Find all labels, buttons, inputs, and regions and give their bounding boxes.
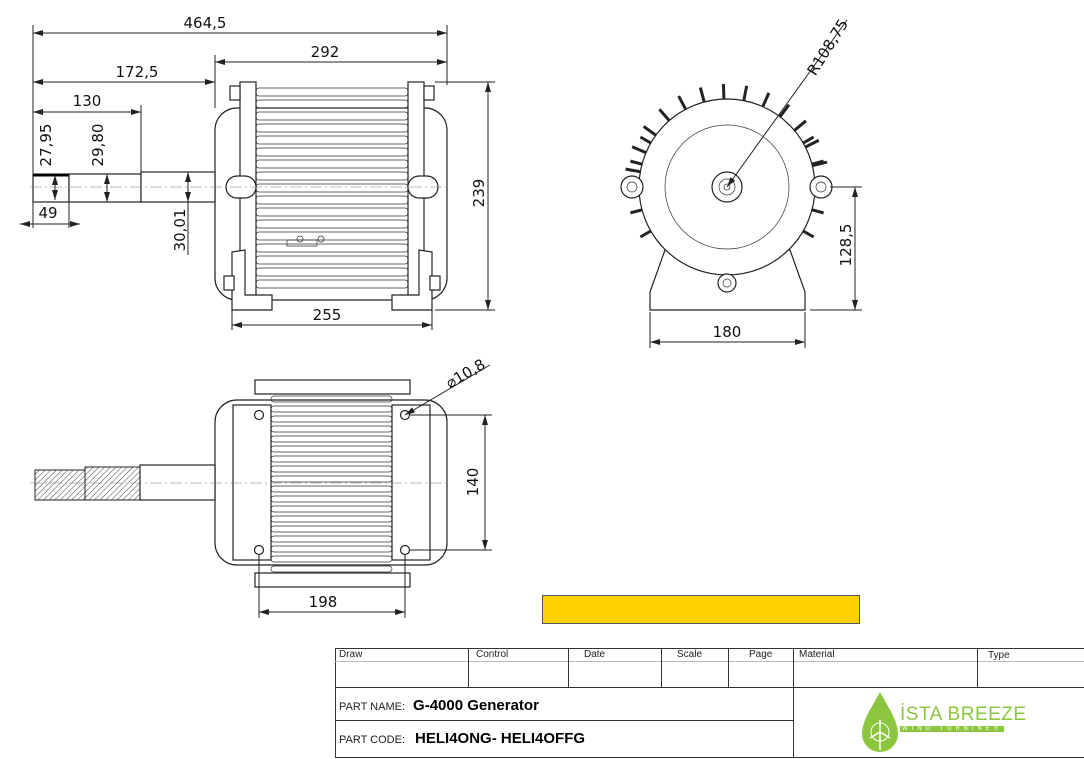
part-code-label: PART CODE: [339, 734, 406, 746]
shaft-key-section [32, 174, 70, 203]
radial-fin [625, 167, 641, 174]
shaft-section [139, 464, 216, 501]
logo-name: İSTA BREEZE [900, 704, 1027, 725]
dim-radius: R108,75 [803, 16, 852, 79]
top-view: ⌀10,8 140 198 [30, 355, 492, 618]
part-name-value: G-4000 Generator [413, 697, 539, 714]
part-code-value: HELI4ONG- HELI4OFFG [415, 730, 586, 747]
flange-bottom [254, 572, 411, 588]
dim-center-height: 128,5 [837, 224, 855, 267]
radial-fin [721, 84, 726, 100]
shaft-section [68, 173, 142, 203]
highlight-bar [542, 595, 860, 624]
radial-fin [778, 103, 791, 118]
header-control: Control [476, 649, 509, 660]
dim-shaft-dia-3: 30,01 [171, 209, 189, 252]
radial-fin [802, 135, 815, 145]
fin [255, 87, 409, 97]
dim-shaft-dia-2: 29,80 [89, 124, 107, 167]
radial-fin [658, 108, 671, 122]
part-code-row: PART CODE: HELI4ONG- HELI4OFFG [339, 730, 585, 747]
dim-shaft-dia-1: 27,95 [37, 124, 55, 167]
dim-shaft-to-body: 172,5 [116, 63, 159, 81]
end-view: R108,75 128,5 180 [620, 16, 862, 348]
company-logo: İSTA BREEZE WIND TURBINES [860, 690, 1040, 754]
foot-right [391, 404, 431, 561]
header-type: Type [988, 650, 1010, 661]
radial-fin [793, 119, 807, 132]
radial-fin [630, 208, 643, 215]
radial-fin [811, 208, 824, 215]
dim-overall-length: 464,5 [184, 14, 227, 32]
dim-height: 239 [470, 179, 488, 208]
dim-hole-spacing-v: 140 [464, 468, 482, 497]
radial-fin [639, 229, 652, 239]
header-scale: Scale [677, 649, 703, 660]
radial-fin [639, 135, 652, 145]
dimension-lines [20, 25, 495, 330]
radial-fin [631, 145, 647, 154]
logo-tagline: WIND TURBINES [900, 726, 1004, 732]
terminal-box [286, 235, 325, 247]
radial-fin [677, 95, 688, 111]
foot-left [232, 404, 272, 561]
mount-holes [253, 409, 411, 556]
part-name-row: PART NAME: G-4000 Generator [339, 697, 539, 714]
fin [270, 565, 393, 573]
radial-fin [630, 159, 643, 166]
dim-key-length: 49 [38, 204, 57, 222]
part-name-label: PART NAME: [339, 701, 406, 713]
flange-top [254, 379, 411, 395]
dim-body-length: 292 [311, 43, 340, 61]
dim-hole-spacing-h: 198 [309, 593, 338, 611]
bolt [229, 85, 241, 101]
endcap-circle [664, 124, 790, 250]
header-draw: Draw [339, 649, 363, 660]
radial-fin [802, 229, 815, 239]
radial-fins [625, 84, 828, 239]
radial-fin [698, 87, 706, 103]
radial-fin [804, 138, 820, 149]
radial-fin [811, 159, 824, 166]
header-date: Date [584, 649, 606, 660]
bolt [223, 275, 235, 291]
bolt-lugs [620, 175, 833, 293]
dim-base-width: 180 [713, 323, 742, 341]
radial-fin [642, 125, 657, 137]
radial-fin [812, 160, 828, 168]
fin [255, 99, 409, 109]
header-page: Page [749, 649, 773, 660]
radial-fin [761, 92, 771, 108]
shaft-hatched [84, 466, 141, 501]
dim-foot-width: 255 [313, 306, 342, 324]
dimension-lines [258, 364, 492, 618]
bolt [423, 85, 435, 101]
dim-hole-dia: ⌀10,8 [443, 355, 489, 392]
bolt [429, 275, 441, 291]
shaft-hatched [34, 469, 86, 501]
radial-fin [742, 85, 749, 101]
dim-shaft-length: 130 [73, 92, 102, 110]
side-view: 464,5 292 172,5 130 27,95 29,80 49 30,01… [20, 14, 495, 330]
leaf-turbine-icon [862, 692, 898, 752]
dimension-lines [649, 19, 862, 348]
fin [270, 395, 393, 403]
header-material: Material [799, 649, 835, 660]
